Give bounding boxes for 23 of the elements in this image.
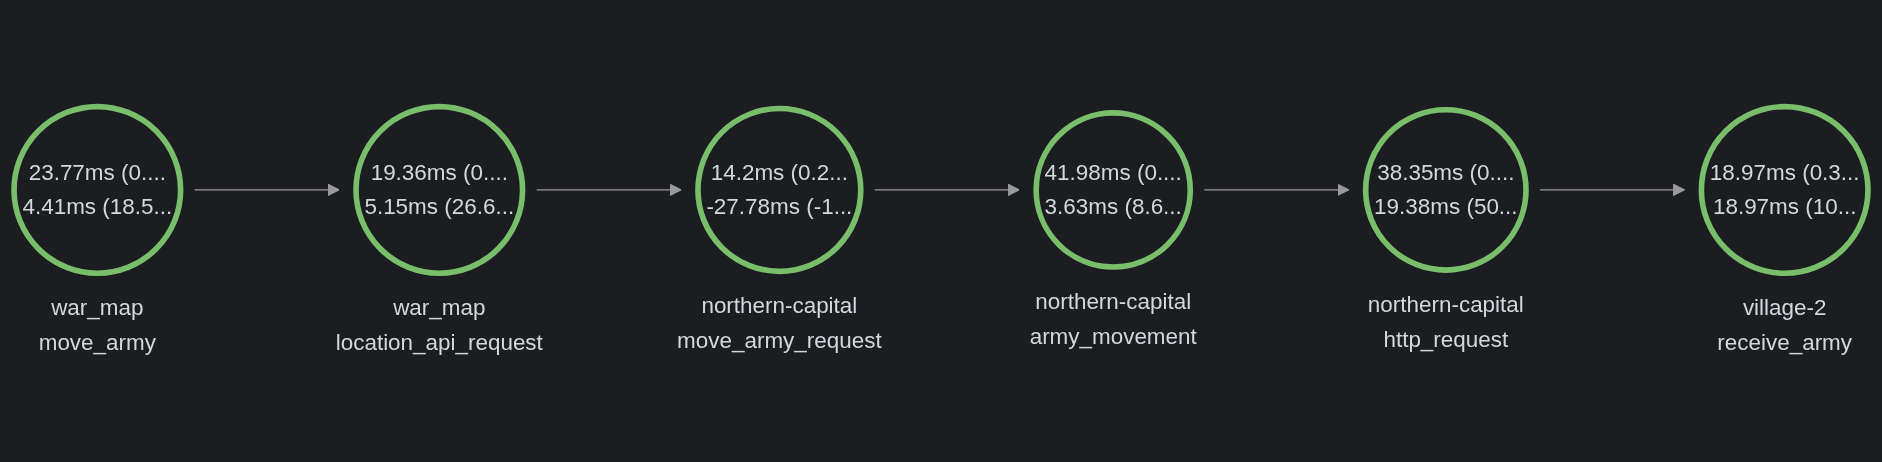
node-subtitle: http_request bbox=[1383, 327, 1509, 353]
node-subtitle: move_army_request bbox=[677, 328, 882, 354]
metric-circle: 18.97ms (0.3... 18.97ms (10... bbox=[1698, 103, 1871, 276]
arrow bbox=[535, 183, 682, 197]
node-title: northern-capital bbox=[701, 293, 858, 319]
node-title: northern-capital bbox=[1035, 289, 1192, 315]
arrow bbox=[1539, 183, 1686, 197]
node-subtitle: move_army bbox=[38, 330, 156, 356]
arrow bbox=[1203, 183, 1350, 197]
node-title: northern-capital bbox=[1367, 292, 1524, 318]
node-subtitle: location_api_request bbox=[335, 330, 543, 356]
node-title: war_map bbox=[51, 295, 144, 321]
node-title: war_map bbox=[393, 295, 486, 321]
metric-circle: 19.36ms (0.... 5.15ms (26.6... bbox=[353, 103, 526, 276]
metric-circle: 23.77ms (0.... 4.41ms (18.5... bbox=[11, 103, 184, 276]
metric-circle: 41.98ms (0.... 3.63ms (8.6... bbox=[1033, 110, 1194, 270]
arrow bbox=[193, 183, 340, 197]
node-subtitle: army_movement bbox=[1029, 324, 1197, 350]
metric-circle: 38.35ms (0.... 19.38ms (50... bbox=[1362, 106, 1529, 273]
metric-circle: 14.2ms (0.2... -27.78ms (-1... bbox=[695, 105, 864, 275]
node-subtitle: receive_army bbox=[1717, 330, 1852, 356]
node-title: village-2 bbox=[1742, 295, 1827, 321]
arrow bbox=[874, 183, 1020, 197]
